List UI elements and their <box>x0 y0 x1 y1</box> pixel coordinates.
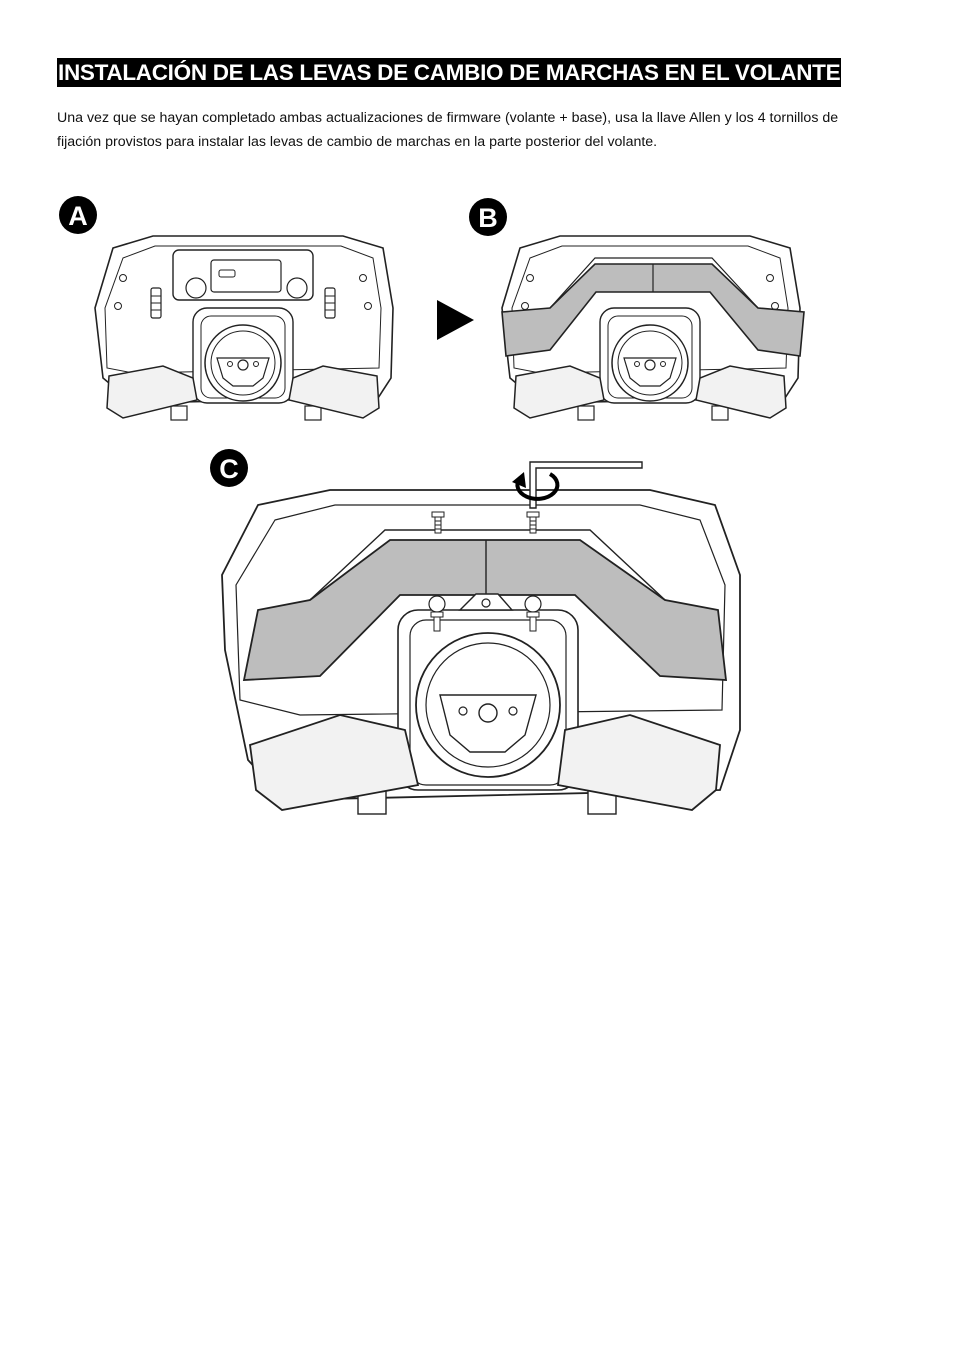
screw-icon <box>524 595 542 632</box>
wheel-b <box>501 235 805 421</box>
screw-icon <box>526 511 540 534</box>
shifter-assembly-b <box>501 263 805 357</box>
intro-line-1: Una vez que se hayan completado ambas ac… <box>57 110 839 126</box>
wheel-a <box>94 235 394 421</box>
step-b-label: B <box>478 203 498 233</box>
step-a-label: A <box>68 201 88 231</box>
section-heading: INSTALACIÓN DE LAS LEVAS DE CAMBIO DE MA… <box>57 58 842 87</box>
next-step-arrow-icon <box>437 300 474 340</box>
shifter-assembly-c <box>242 539 728 681</box>
step-b-figure: B <box>469 198 805 421</box>
allen-key-icon <box>529 461 643 509</box>
step-c-figure: C <box>210 449 741 815</box>
step-a-figure: A <box>59 196 394 421</box>
intro-line-2: fijación provistos para instalar las lev… <box>57 133 658 150</box>
screw-icon <box>428 595 446 632</box>
screw-icon <box>431 511 445 534</box>
intro-paragraph: Una vez que se hayan completado ambas ac… <box>57 107 877 154</box>
step-b-badge <box>469 198 507 236</box>
step-a-badge <box>59 196 97 234</box>
step-c-badge <box>210 449 248 487</box>
rotate-arrow-icon <box>515 472 560 501</box>
step-c-label: C <box>219 454 239 484</box>
